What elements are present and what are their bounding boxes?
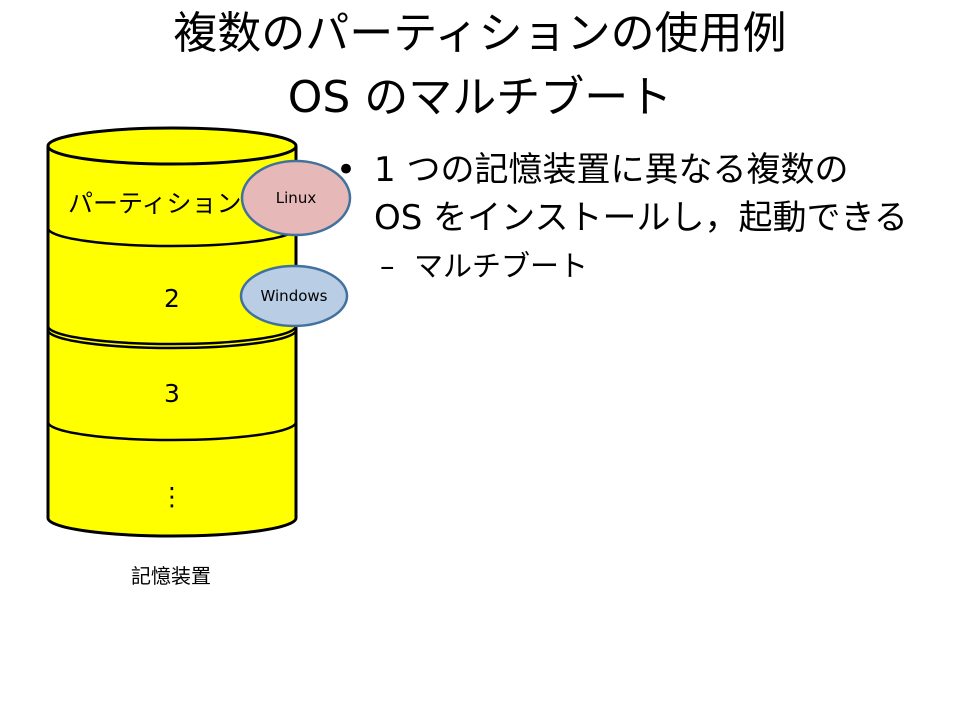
partition-divider-4 bbox=[46, 421, 298, 442]
slide-title: 複数のパーティションの使用例 OS のマルチブート bbox=[0, 2, 960, 130]
partition-label-3: 3 bbox=[164, 379, 180, 408]
bullet-list: • 1 つの記憶装置に異なる複数の OS をインストールし，起動できる – マル… bbox=[336, 146, 956, 286]
title-line-2: OS のマルチブート bbox=[287, 72, 673, 123]
partition-divider-2 bbox=[46, 325, 298, 346]
sub-bullet-text: マルチブート bbox=[414, 249, 589, 283]
partition-divider-1 bbox=[46, 227, 298, 248]
bullet-item: • 1 つの記憶装置に異なる複数の OS をインストールし，起動できる bbox=[336, 146, 956, 242]
title-line-1: 複数のパーティションの使用例 bbox=[173, 8, 787, 59]
dash-icon: – bbox=[380, 249, 395, 283]
bullet-dot-icon: • bbox=[336, 150, 357, 190]
linux-badge-label: Linux bbox=[276, 189, 317, 207]
windows-badge bbox=[239, 264, 349, 328]
windows-badge-label: Windows bbox=[261, 287, 328, 305]
storage-device-label: 記憶装置 bbox=[131, 564, 211, 588]
cylinder-top bbox=[46, 126, 298, 166]
bullet-text-line-1: 1 つの記憶装置に異なる複数の bbox=[374, 150, 849, 190]
linux-badge bbox=[240, 159, 352, 237]
partition-label-1: パーティション bbox=[68, 189, 242, 218]
sub-bullet-item: – マルチブート bbox=[336, 246, 956, 286]
partition-label-2: 2 bbox=[164, 284, 180, 313]
partition-divider-3 bbox=[46, 329, 298, 350]
bullet-text-line-2: OS をインストールし，起動できる bbox=[374, 198, 908, 238]
partition-label-more: ⋮ bbox=[160, 482, 185, 511]
